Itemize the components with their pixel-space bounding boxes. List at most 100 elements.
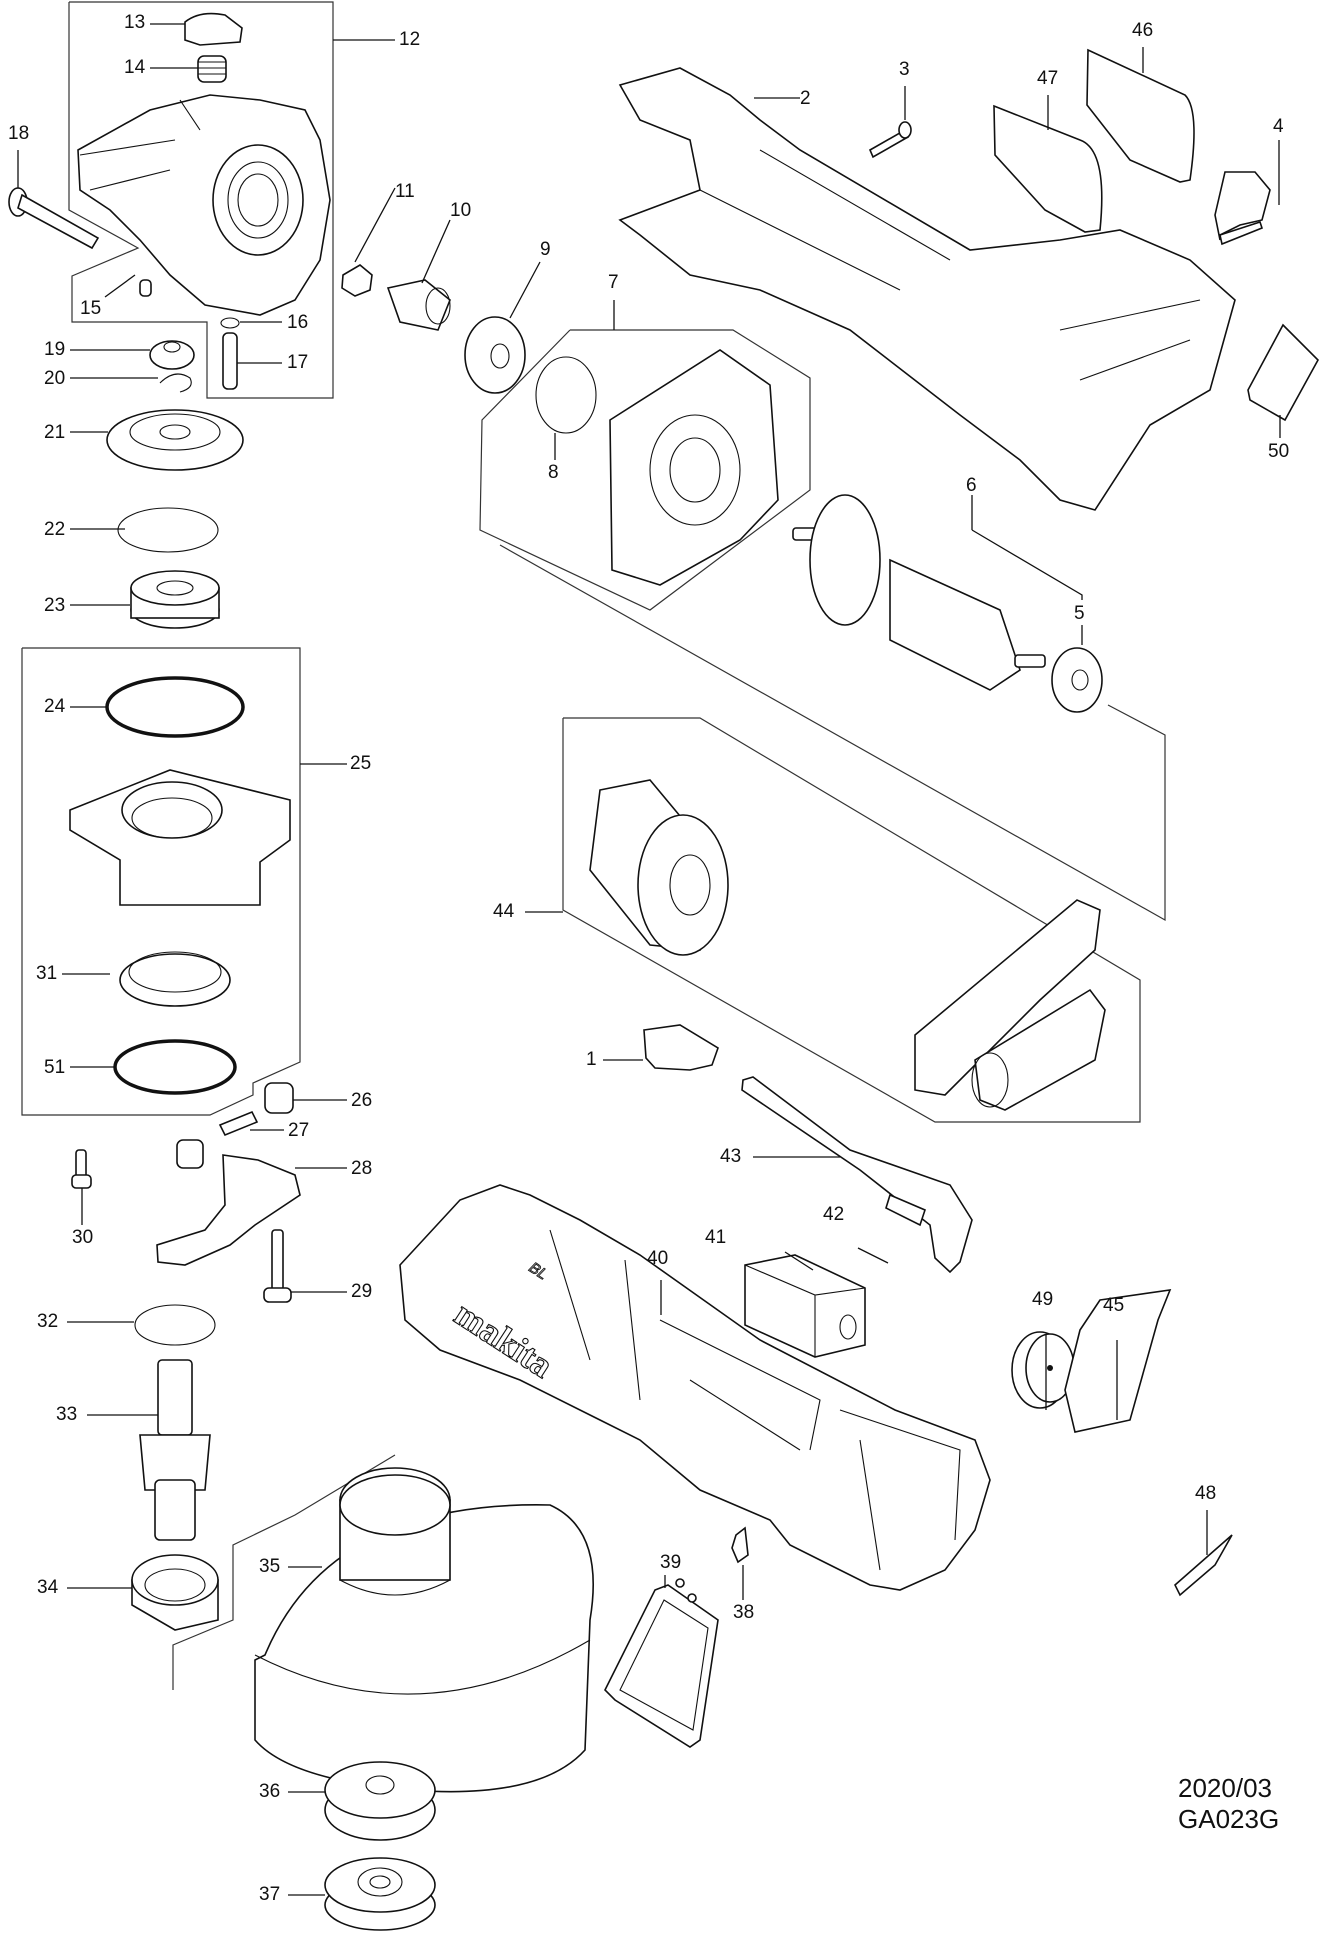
callout-20: 20 bbox=[44, 368, 66, 389]
callout-16: 16 bbox=[287, 312, 309, 333]
spring-27-drawing bbox=[218, 1110, 259, 1137]
callout-36: 36 bbox=[259, 1781, 281, 1802]
o-ring-24-drawing bbox=[105, 676, 245, 738]
callout-51: 51 bbox=[44, 1057, 66, 1078]
callout-40: 40 bbox=[647, 1248, 669, 1269]
callout-26: 26 bbox=[351, 1090, 373, 1111]
o-ring-51-drawing bbox=[113, 1039, 237, 1095]
label-47-drawing bbox=[993, 104, 1103, 233]
callout-32: 32 bbox=[37, 1311, 59, 1332]
callout-41: 41 bbox=[705, 1227, 727, 1248]
callout-3: 3 bbox=[899, 59, 910, 80]
callout-38: 38 bbox=[733, 1602, 755, 1623]
handle-housing-2-drawing bbox=[618, 67, 1236, 511]
callout-50: 50 bbox=[1268, 441, 1290, 462]
callout-29: 29 bbox=[351, 1281, 373, 1302]
switch-board-39-drawing bbox=[604, 1578, 719, 1748]
callout-10: 10 bbox=[450, 200, 472, 221]
pin-17-drawing bbox=[222, 332, 238, 390]
callout-12: 12 bbox=[399, 29, 421, 50]
switch-lever-43-drawing bbox=[741, 1076, 973, 1274]
callout-31: 31 bbox=[36, 963, 58, 984]
callout-19: 19 bbox=[44, 339, 66, 360]
bearing-9-drawing bbox=[464, 316, 526, 394]
fan-49-drawing bbox=[1011, 1331, 1075, 1409]
label-50-drawing bbox=[1247, 323, 1319, 422]
hex-nut-11-drawing bbox=[341, 264, 373, 297]
group-box-6-5 bbox=[499, 544, 1166, 922]
bearing-5-drawing bbox=[1051, 647, 1103, 713]
screw-3-drawing bbox=[868, 121, 912, 159]
stator-controller-drawing bbox=[914, 899, 1106, 1111]
callout-47: 47 bbox=[1037, 68, 1059, 89]
motor-housing-7-drawing bbox=[609, 349, 779, 586]
bearing-23-drawing bbox=[130, 570, 220, 629]
rotor-6-drawing bbox=[792, 494, 1046, 691]
revision-date: 2020/03 bbox=[1178, 1773, 1272, 1803]
group-box-35 bbox=[172, 1454, 396, 1690]
screw-30-drawing bbox=[71, 1149, 92, 1189]
retaining-ring-20-drawing bbox=[159, 373, 192, 393]
callout-39: 39 bbox=[660, 1552, 682, 1573]
callout-5: 5 bbox=[1074, 603, 1085, 624]
bolt-18-drawing bbox=[8, 187, 100, 250]
spring-14-drawing bbox=[197, 55, 227, 83]
callout-4: 4 bbox=[1273, 116, 1284, 137]
callout-7: 7 bbox=[608, 272, 619, 293]
callout-11: 11 bbox=[395, 181, 415, 202]
bearing-box-drawing bbox=[69, 769, 291, 906]
callout-37: 37 bbox=[259, 1884, 281, 1905]
callout-24: 24 bbox=[44, 696, 66, 717]
bevel-gear-21-drawing bbox=[106, 409, 244, 471]
bearing-19-drawing bbox=[149, 340, 195, 370]
callout-22: 22 bbox=[44, 519, 66, 540]
callout-17: 17 bbox=[287, 352, 309, 373]
switch-button-1-drawing bbox=[643, 1024, 719, 1071]
callout-33: 33 bbox=[56, 1404, 78, 1425]
callout-49: 49 bbox=[1032, 1289, 1054, 1310]
group-box-44 bbox=[562, 717, 1141, 1123]
callout-34: 34 bbox=[37, 1577, 59, 1598]
lock-nut-37-drawing bbox=[324, 1857, 436, 1931]
lever-28-drawing bbox=[156, 1154, 301, 1266]
callout-46: 46 bbox=[1132, 20, 1154, 41]
callout-6: 6 bbox=[966, 475, 977, 496]
model-number: GA023G bbox=[1178, 1804, 1280, 1834]
inner-flange-36-drawing bbox=[324, 1761, 436, 1841]
spindle-33-drawing bbox=[139, 1359, 211, 1541]
labyrinth-ring-31-drawing bbox=[119, 951, 231, 1007]
pin-cap-drawing bbox=[176, 1139, 204, 1169]
callout-8: 8 bbox=[548, 462, 559, 483]
callout-48: 48 bbox=[1195, 1483, 1217, 1504]
group-box-12 bbox=[68, 1, 334, 399]
group-box-7 bbox=[479, 329, 811, 611]
callout-42: 42 bbox=[823, 1204, 845, 1225]
spring-42-drawing bbox=[885, 1193, 926, 1227]
pin-cap-26-drawing bbox=[264, 1082, 294, 1114]
pin-15-drawing bbox=[139, 279, 152, 297]
callout-44: 44 bbox=[493, 901, 515, 922]
callout-14: 14 bbox=[124, 57, 146, 78]
o-ring-8-drawing bbox=[535, 356, 597, 434]
lever-4-tab bbox=[1219, 220, 1263, 246]
callout-23: 23 bbox=[44, 595, 66, 616]
callout-45: 45 bbox=[1103, 1295, 1125, 1316]
leader-lines bbox=[17, 23, 1281, 1896]
retaining-ring-22-drawing bbox=[117, 507, 219, 553]
shaft-lock-cap-drawing bbox=[184, 12, 243, 46]
callout-25: 25 bbox=[350, 753, 372, 774]
callout-30: 30 bbox=[72, 1227, 94, 1248]
callout-9: 9 bbox=[540, 239, 551, 260]
stator-44-drawing bbox=[589, 779, 729, 956]
o-ring-16-drawing bbox=[220, 317, 240, 329]
gear-housing-drawing bbox=[77, 94, 331, 316]
label-46-drawing bbox=[1086, 48, 1195, 183]
callout-15: 15 bbox=[80, 298, 102, 319]
label-48-drawing bbox=[1174, 1534, 1233, 1597]
labyrinth-ring-34-drawing bbox=[131, 1554, 219, 1631]
screw-29-drawing bbox=[263, 1229, 292, 1303]
switch-41-drawing bbox=[744, 1254, 866, 1358]
callout-27: 27 bbox=[288, 1120, 310, 1141]
